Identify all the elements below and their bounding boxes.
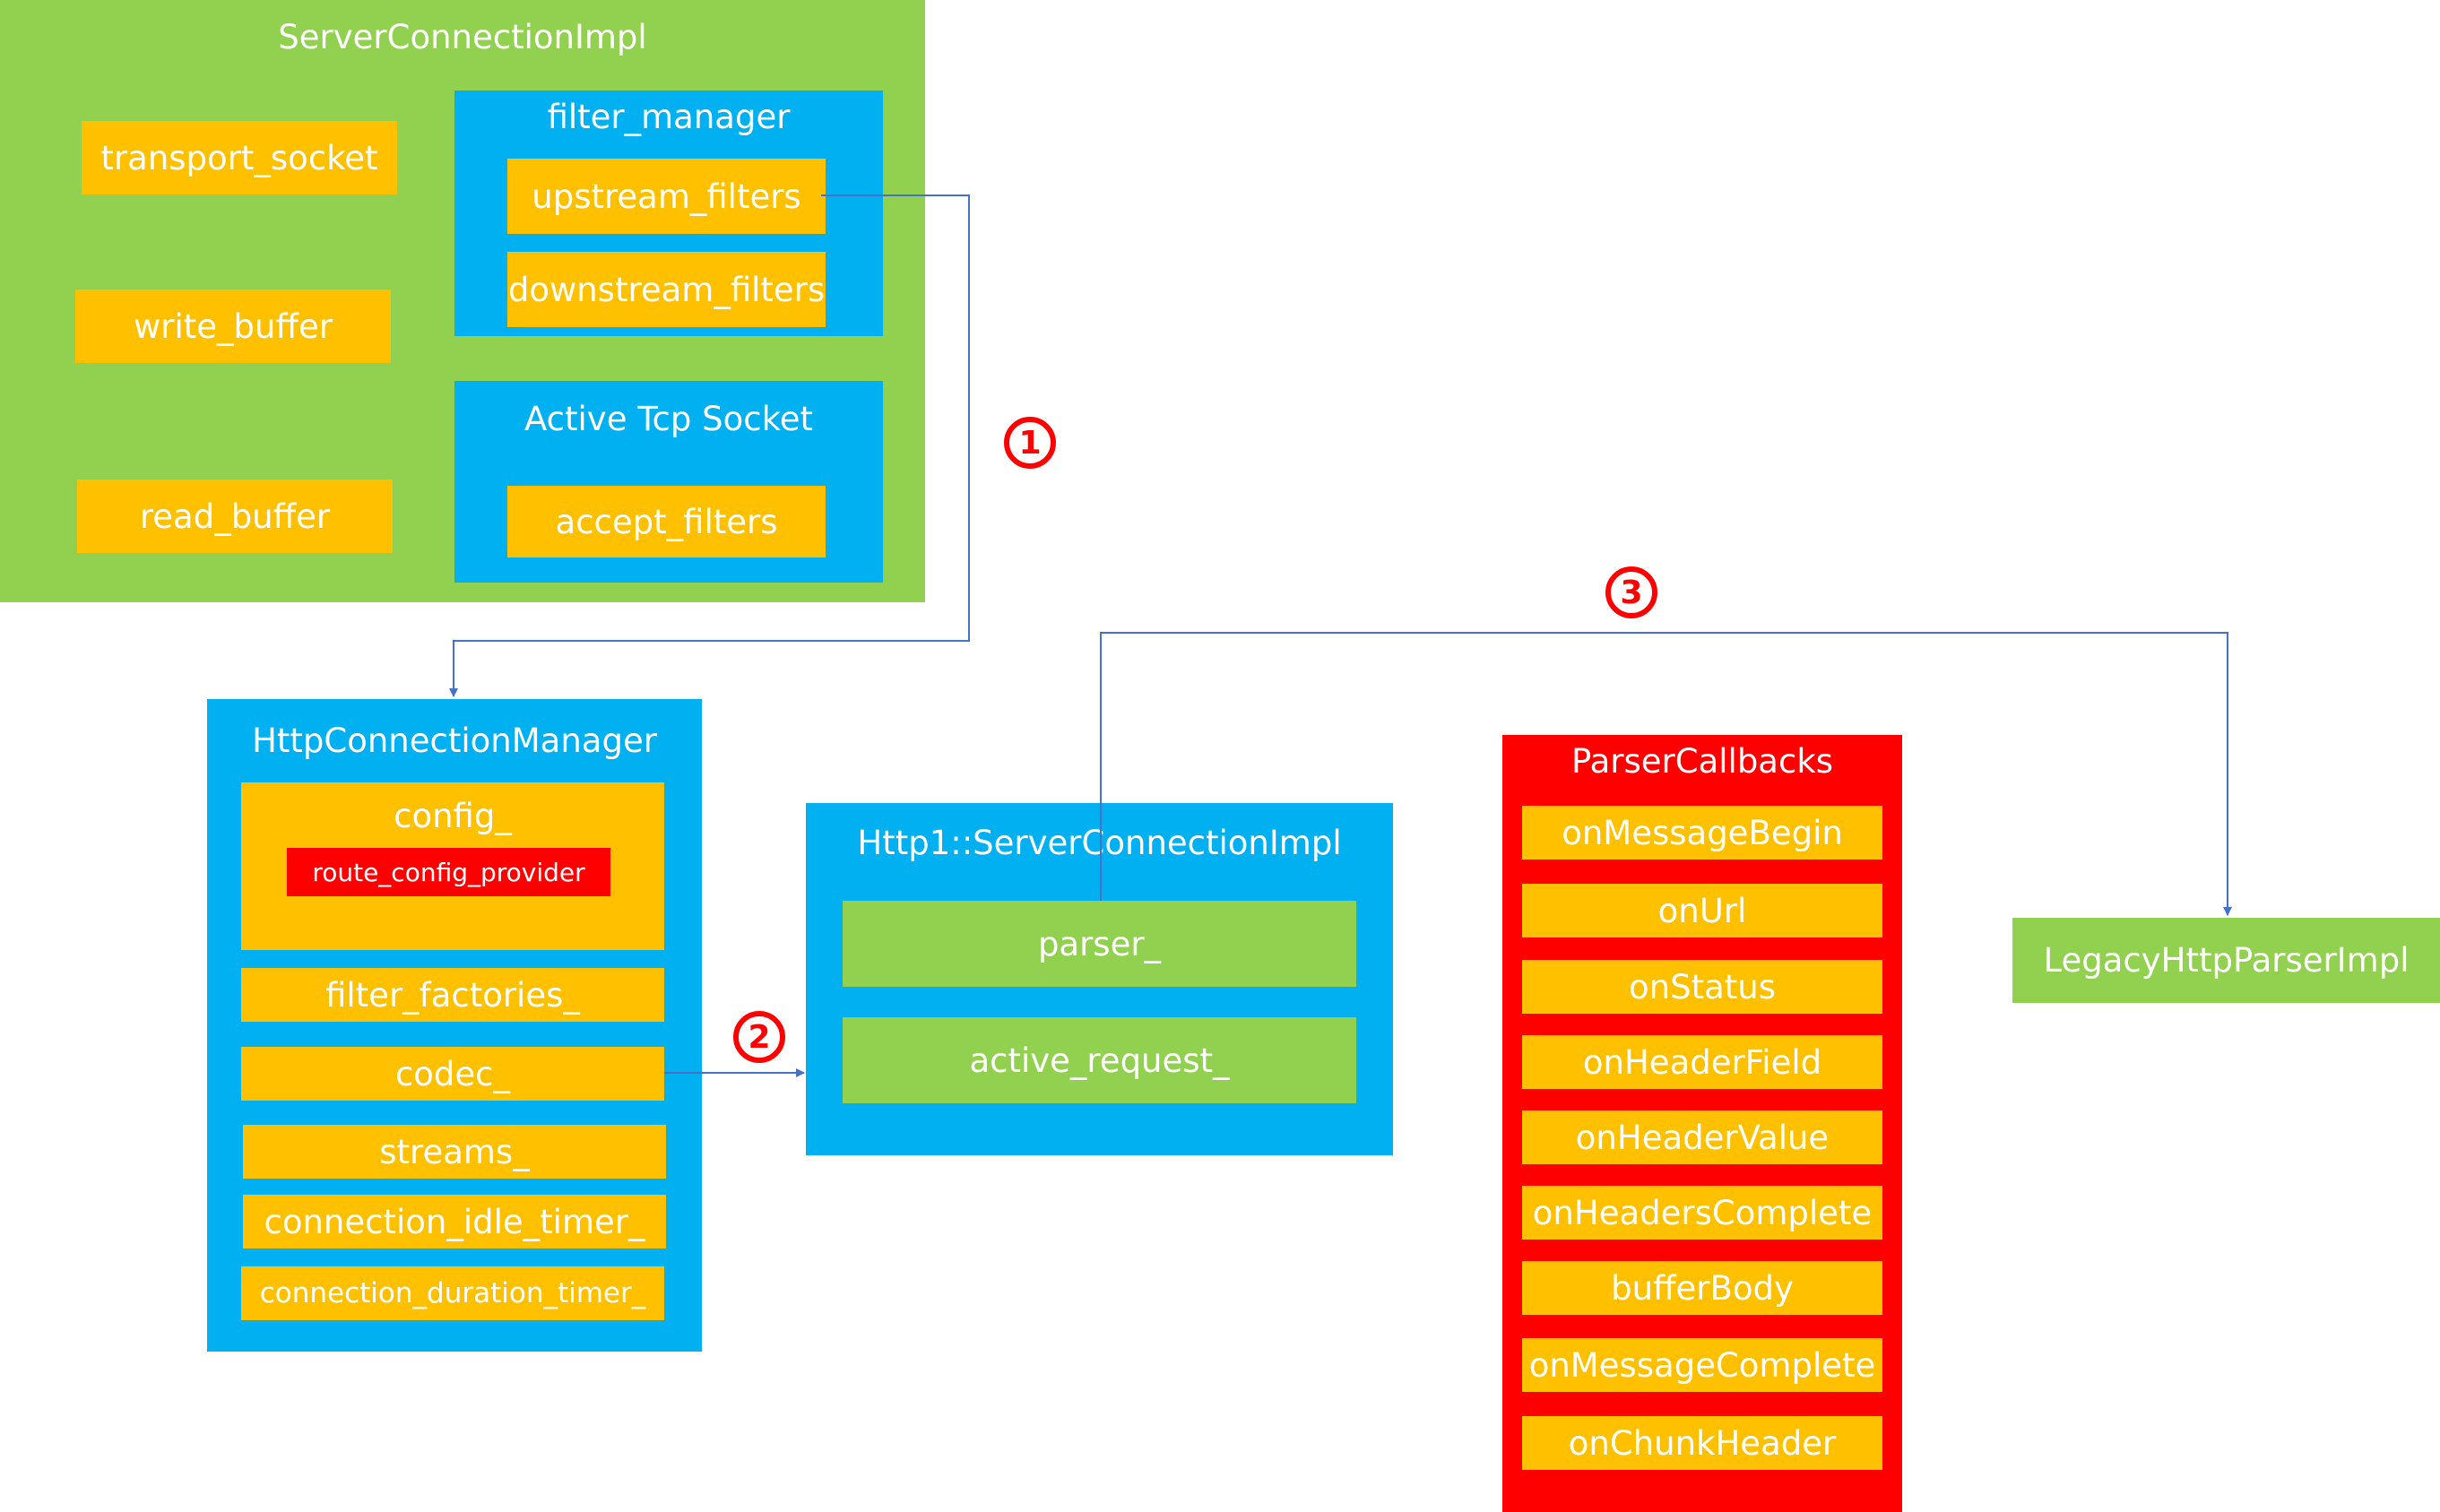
route-config-provider-node: route_config_provider bbox=[287, 848, 610, 896]
config-title: config_ bbox=[394, 797, 512, 835]
filter-factories-node: filter_factories_ bbox=[241, 968, 664, 1022]
config-box: config_ route_config_provider bbox=[241, 782, 664, 950]
callback-item: onHeaderValue bbox=[1522, 1110, 1882, 1164]
filter-manager-box: filter_manager upstream_filters downstre… bbox=[454, 91, 883, 336]
server-connection-impl-box: ServerConnectionImpl transport_socket wr… bbox=[0, 0, 925, 602]
read-buffer-node: read_buffer bbox=[77, 480, 393, 553]
callback-item: onMessageBegin bbox=[1522, 806, 1882, 860]
upstream-filters-node: upstream_filters bbox=[507, 159, 826, 234]
parser-callbacks-box: ParserCallbacks onMessageBegin onUrl onS… bbox=[1502, 735, 1902, 1512]
http-connection-manager-box: HttpConnectionManager config_ route_conf… bbox=[207, 699, 702, 1352]
step-1-marker: 1 bbox=[1004, 417, 1056, 469]
legacy-http-parser-impl-node: LegacyHttpParserImpl bbox=[2012, 918, 2440, 1003]
connector-parser-to-legacy bbox=[1100, 632, 2232, 916]
transport-socket-node: transport_socket bbox=[82, 121, 397, 194]
parser-callbacks-title: ParserCallbacks bbox=[1570, 742, 1834, 781]
http1-server-connection-impl-box: Http1::ServerConnectionImpl parser_ acti… bbox=[806, 803, 1393, 1155]
callback-item: onStatus bbox=[1522, 960, 1882, 1014]
callback-item: onHeadersComplete bbox=[1522, 1186, 1882, 1240]
active-tcp-socket-title: Active Tcp Socket bbox=[524, 400, 813, 438]
connector-upstream-to-hcm bbox=[449, 194, 970, 697]
callback-item: onHeaderField bbox=[1522, 1035, 1882, 1089]
connection-duration-timer-node: connection_duration_timer_ bbox=[241, 1266, 664, 1320]
callback-item: onMessageComplete bbox=[1522, 1338, 1882, 1392]
downstream-filters-node: downstream_filters bbox=[507, 252, 826, 327]
callback-item: onChunkHeader bbox=[1522, 1416, 1882, 1470]
connection-idle-timer-node: connection_idle_timer_ bbox=[243, 1195, 666, 1248]
callback-item: onUrl bbox=[1522, 884, 1882, 937]
codec-node: codec_ bbox=[241, 1047, 664, 1101]
streams-node: streams_ bbox=[243, 1125, 666, 1179]
write-buffer-node: write_buffer bbox=[75, 289, 391, 363]
http1-server-connection-impl-title: Http1::ServerConnectionImpl bbox=[857, 824, 1342, 862]
accept-filters-node: accept_filters bbox=[507, 486, 826, 557]
http-connection-manager-title: HttpConnectionManager bbox=[252, 721, 657, 760]
callback-item: bufferBody bbox=[1522, 1261, 1882, 1315]
step-2-marker: 2 bbox=[733, 1011, 785, 1063]
server-connection-impl-title: ServerConnectionImpl bbox=[278, 18, 647, 56]
active-request-node: active_request_ bbox=[843, 1017, 1356, 1103]
step-3-marker: 3 bbox=[1605, 566, 1657, 618]
parser-node: parser_ bbox=[843, 901, 1356, 987]
active-tcp-socket-box: Active Tcp Socket accept_filters bbox=[454, 381, 883, 583]
filter-manager-title: filter_manager bbox=[547, 98, 791, 136]
